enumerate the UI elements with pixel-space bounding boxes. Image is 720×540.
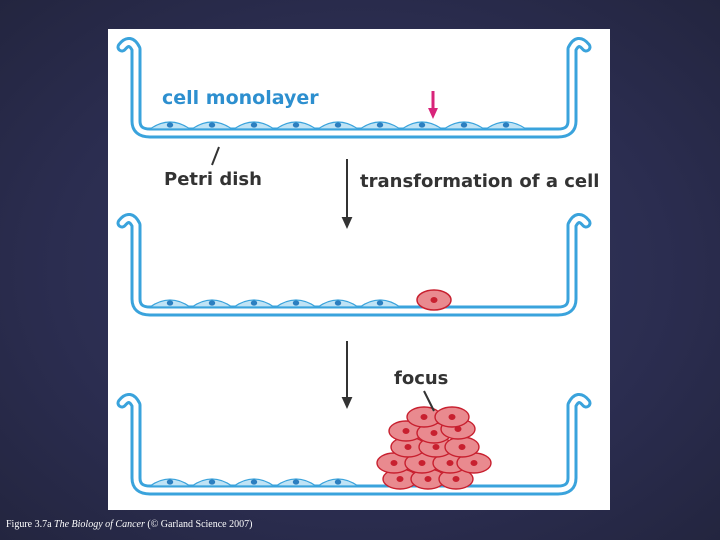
cell-nucleus [460, 122, 468, 128]
cell-nucleus [334, 300, 342, 306]
cell-nucleus [208, 122, 216, 128]
cell-nucleus [376, 300, 384, 306]
focus-cell-nucleus [402, 428, 410, 434]
cell-nucleus [166, 300, 174, 306]
cell-nucleus [376, 122, 384, 128]
caption-book-title: The Biology of Cancer [54, 519, 145, 530]
caption-credit: (© Garland Science 2007) [147, 519, 253, 530]
petri-dish-outline-inner [119, 40, 589, 136]
figure-caption: Figure 3.7a The Biology of Cancer (© Gar… [6, 519, 252, 530]
focus-cell-nucleus [404, 444, 412, 450]
focus-cell-nucleus [420, 414, 428, 420]
cell-nucleus [292, 122, 300, 128]
caption-figure-number: Figure 3.7a [6, 519, 52, 530]
cell-nucleus [250, 479, 258, 485]
focus-cell-nucleus [458, 444, 466, 450]
diagram-canvas [116, 37, 592, 496]
cell-nucleus [208, 300, 216, 306]
cell-nucleus [418, 122, 426, 128]
petri-dish-outline [116, 393, 592, 496]
diagram-panel: cell monolayer Petri dish transformation… [108, 29, 610, 510]
magenta-arrow-head [428, 108, 438, 119]
transformation-arrow [341, 159, 353, 229]
label-focus: focus [394, 368, 449, 389]
petri-dish-outline-inner [119, 396, 589, 493]
magenta-arrow [428, 91, 438, 119]
focus-cell-nucleus [454, 426, 462, 432]
focus-step-arrow [341, 341, 353, 409]
label-transformation: transformation of a cell [360, 171, 600, 192]
petri-dish-outline-inner [119, 216, 589, 314]
focus-cell-nucleus [452, 476, 460, 482]
petri-dish-outline [116, 213, 592, 317]
transformation-arrow-head [341, 217, 353, 229]
focus-cell-nucleus [430, 430, 438, 436]
cell-nucleus [334, 122, 342, 128]
focus-cell-nucleus [396, 476, 404, 482]
focus-cell-nucleus [432, 444, 440, 450]
focus-cell-nucleus [390, 460, 398, 466]
focus-pointer [423, 390, 435, 412]
cell-nucleus [208, 479, 216, 485]
cell-nucleus [250, 122, 258, 128]
cell-nucleus [166, 122, 174, 128]
transformed-cell-nucleus [430, 297, 438, 303]
focus-cell-nucleus [424, 476, 432, 482]
focus-cell-nucleus [448, 414, 456, 420]
cell-nucleus [502, 122, 510, 128]
cell-nucleus [292, 300, 300, 306]
focus-step-arrow-head [341, 397, 353, 409]
cell-nucleus [250, 300, 258, 306]
focus-cell-nucleus [470, 460, 478, 466]
label-cell-monolayer: cell monolayer [162, 87, 319, 109]
cell-nucleus [166, 479, 174, 485]
focus-cell-nucleus [446, 460, 454, 466]
label-petri-dish: Petri dish [164, 169, 262, 190]
cell-nucleus [292, 479, 300, 485]
cell-nucleus [334, 479, 342, 485]
petri-dish-pointer [211, 146, 220, 166]
focus-cell-nucleus [418, 460, 426, 466]
